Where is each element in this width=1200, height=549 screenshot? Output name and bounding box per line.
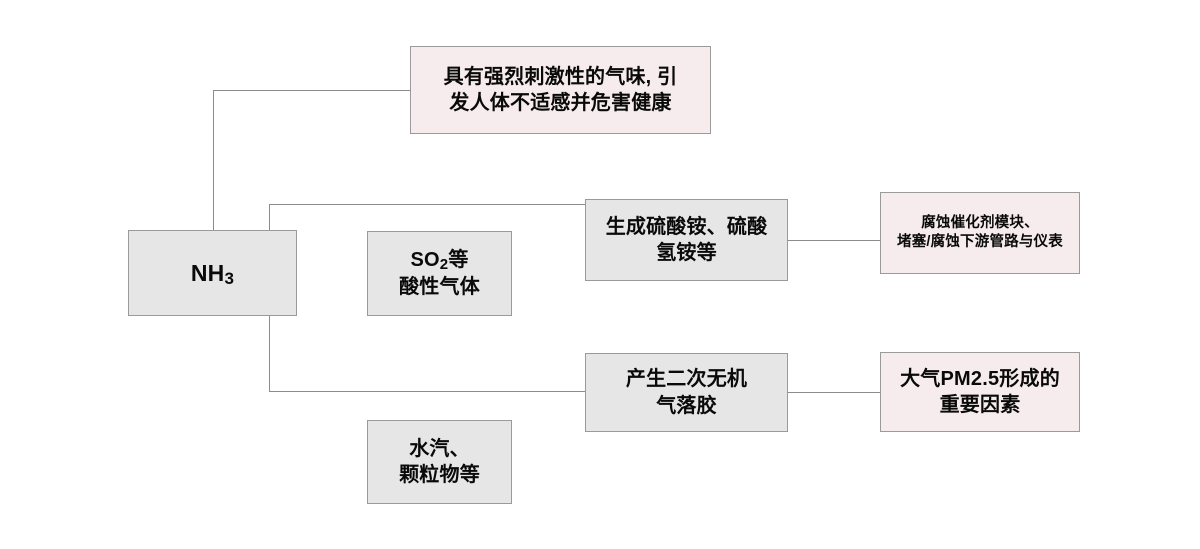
edge-nh3-to-sulfate-vertical	[269, 204, 270, 231]
node-corrosion-fouling[interactable]: 腐蚀催化剂模块、 堵塞/腐蚀下游管路与仪表	[880, 192, 1080, 274]
node-pm25-factor[interactable]: 大气PM2.5形成的 重要因素	[880, 352, 1080, 432]
edge-nh3-to-odor-horizontal	[213, 90, 411, 91]
node-water-label: 水汽、 颗粒物等	[399, 437, 480, 486]
node-so2-label: SO2等酸性气体	[393, 247, 486, 300]
node-corrosion-label: 腐蚀催化剂模块、 堵塞/腐蚀下游管路与仪表	[897, 214, 1063, 250]
node-nh3-label-subscript: 3	[224, 268, 235, 288]
edge-nh3-to-sulfate-horizontal	[269, 204, 586, 205]
node-odor-health-impact[interactable]: 具有强烈刺激性的气味, 引 发人体不适感并危害健康	[410, 46, 711, 134]
edge-aerosol-to-pm25	[788, 392, 881, 393]
node-nh3-label: NH3	[185, 258, 240, 288]
edge-nh3-to-aerosol-horizontal	[269, 391, 586, 392]
edge-sulfate-to-corrosion	[788, 240, 881, 241]
node-odor-label: 具有强烈刺激性的气味, 引 发人体不适感并危害健康	[443, 65, 678, 114]
node-nh3-label-base: NH	[190, 259, 225, 286]
node-so2-label-tail: 等	[448, 249, 469, 272]
edge-nh3-to-aerosol-vertical	[269, 315, 270, 392]
node-so2-label-line2: 酸性气体	[399, 275, 480, 298]
node-so2-acid-gas[interactable]: SO2等酸性气体	[367, 231, 512, 316]
node-so2-label-subscript: 2	[439, 256, 449, 274]
node-ammonium-sulfate[interactable]: 生成硫酸铵、硫酸 氢铵等	[585, 199, 788, 281]
node-secondary-inorganic-aerosol[interactable]: 产生二次无机 气落胶	[585, 353, 788, 432]
node-aerosol-label: 产生二次无机 气落胶	[625, 368, 748, 417]
node-nh3[interactable]: NH3	[128, 230, 297, 316]
node-so2-label-base: SO	[410, 249, 440, 272]
edge-nh3-to-odor-vertical	[213, 90, 214, 231]
node-sulfate-label: 生成硫酸铵、硫酸 氢铵等	[605, 215, 768, 264]
node-pm25-label: 大气PM2.5形成的 重要因素	[900, 367, 1060, 416]
node-water-vapor-particulates[interactable]: 水汽、 颗粒物等	[367, 420, 512, 504]
